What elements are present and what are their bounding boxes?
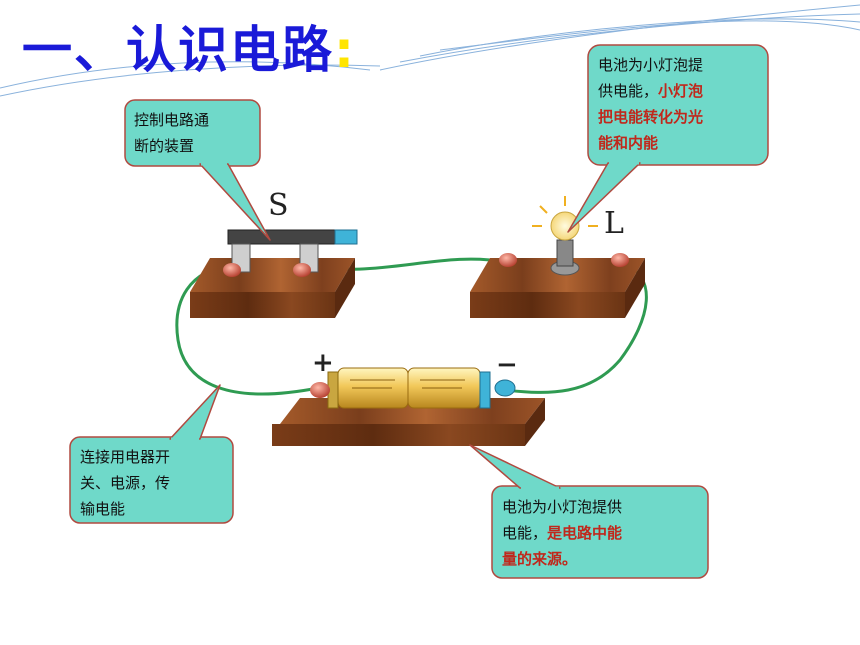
lamp-board <box>470 196 645 318</box>
callout-bulb-line-2: 供电能，小灯泡 <box>598 78 703 104</box>
lamp-label: L <box>604 206 624 241</box>
switch-label: S <box>268 188 289 223</box>
negative-terminal-label: − <box>496 350 518 380</box>
title-colon: : <box>334 21 356 79</box>
positive-terminal-label: + <box>312 348 334 378</box>
callout-bulb-line-1: 电池为小灯泡提 <box>598 56 704 74</box>
callout-bulb-line-2-normal: 供电能， <box>598 82 659 100</box>
callout-wire-line-2: 关、电源，传 <box>80 474 171 492</box>
callout-switch-line-1: 控制电路通 <box>134 111 210 129</box>
callout-bulb-line-4: 能和内能 <box>598 134 659 152</box>
callout-battery-text: 电池为小灯泡提供 电能，是电路中能 量的来源。 <box>502 494 622 572</box>
callout-battery-line-3: 量的来源。 <box>502 550 578 568</box>
slide-title: 一、认识电路: <box>22 10 356 82</box>
battery-board <box>272 367 545 446</box>
callout-battery-line-1: 电池为小灯泡提供 <box>502 498 623 516</box>
callout-wire-text: 连接用电器开 关、电源，传 输电能 <box>80 444 170 522</box>
callout-switch-line-2: 断的装置 <box>134 137 195 155</box>
callout-bulb-line-2-highlight: 小灯泡 <box>658 82 704 100</box>
callout-bulb-line-3: 把电能转化为光 <box>598 108 704 126</box>
decorative-swoosh-lines <box>0 4 860 97</box>
callout-switch-bubble <box>124 99 271 241</box>
slide-title-text: 一、认识电路 <box>22 21 334 79</box>
callout-battery-line-2-highlight: 是电路中能 <box>547 524 623 542</box>
callout-wire-line-3: 输电能 <box>80 500 126 518</box>
callout-battery-line-2: 电能，是电路中能 <box>502 520 622 546</box>
callout-wire-bubble <box>69 384 234 524</box>
callout-wire-line-1: 连接用电器开 <box>80 448 171 466</box>
callout-bulb-bubble <box>567 44 769 233</box>
switch-board <box>190 229 358 318</box>
callout-battery-bubble <box>469 444 709 579</box>
callout-bulb-text: 电池为小灯泡提 供电能，小灯泡 把电能转化为光 能和内能 <box>598 52 703 156</box>
callout-battery-line-2-normal: 电能， <box>502 524 548 542</box>
callout-switch-text: 控制电路通 断的装置 <box>134 107 209 159</box>
